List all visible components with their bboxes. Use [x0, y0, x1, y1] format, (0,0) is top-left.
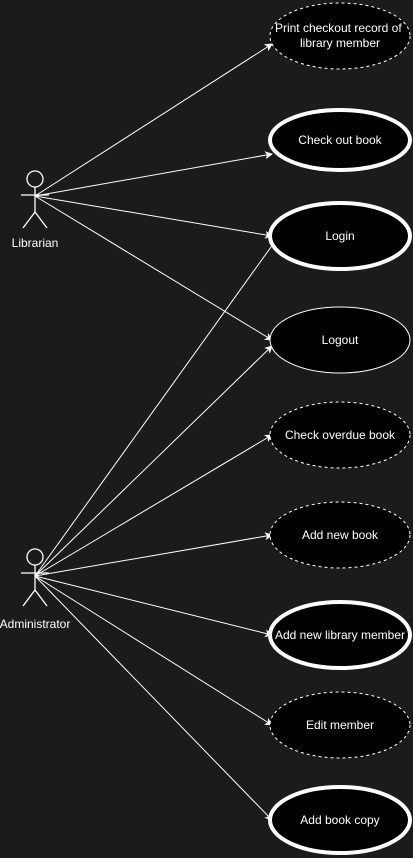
use-case-edit-member[interactable]: Edit member — [269, 691, 411, 759]
association-librarian-to-logout — [34, 195, 273, 341]
actor-librarian-label: Librarian — [12, 236, 59, 250]
use-case-label: Check out book — [298, 133, 382, 147]
stick-figure-icon — [21, 170, 49, 229]
use-case-login[interactable]: Login — [268, 201, 412, 271]
use-case-label: Logout — [322, 333, 359, 347]
use-case-label: Login — [325, 229, 354, 243]
use-case-add-new-book[interactable]: Add new book — [269, 501, 411, 569]
association-librarian-to-login — [34, 195, 273, 239]
use-case-label: Edit member — [306, 718, 374, 732]
use-case-check-overdue[interactable]: Check overdue book — [269, 401, 411, 469]
association-librarian-to-check-out-book — [34, 151, 273, 197]
actor-administrator[interactable]: Administrator — [0, 548, 70, 631]
use-case-logout[interactable]: Logout — [269, 306, 411, 374]
association-administrator-to-check-overdue — [34, 434, 273, 577]
association-administrator-to-add-book-copy — [34, 575, 273, 821]
use-case-check-out-book[interactable]: Check out book — [268, 108, 412, 172]
use-case-add-book-copy[interactable]: Add book copy — [268, 785, 412, 855]
association-librarian-to-print-checkout — [34, 43, 273, 197]
association-administrator-to-add-new-book — [34, 532, 273, 577]
association-lines — [34, 43, 277, 821]
association-administrator-to-logout — [34, 345, 273, 577]
use-case-label: Add new book — [302, 528, 379, 542]
svg-text:Print checkout record of: Print checkout record of library member — [275, 21, 405, 50]
actor-librarian[interactable]: Librarian — [12, 170, 59, 250]
actor-administrator-label: Administrator — [0, 617, 70, 631]
association-administrator-to-edit-member — [34, 575, 273, 726]
association-administrator-to-login — [34, 239, 277, 577]
use-case-label: Check overdue book — [285, 428, 396, 442]
use-case-label: Add book copy — [300, 813, 379, 827]
stick-figure-icon — [21, 548, 49, 607]
use-case-label: Print checkout record of — [275, 21, 402, 35]
association-administrator-to-add-library-member — [34, 575, 273, 638]
use-case-print-checkout[interactable]: Print checkout record of library member — [269, 2, 411, 70]
use-case-add-library-member[interactable]: Add new library member — [268, 600, 412, 670]
use-case-label: library member — [300, 36, 380, 50]
use-case-label: Add new library member — [275, 628, 405, 642]
